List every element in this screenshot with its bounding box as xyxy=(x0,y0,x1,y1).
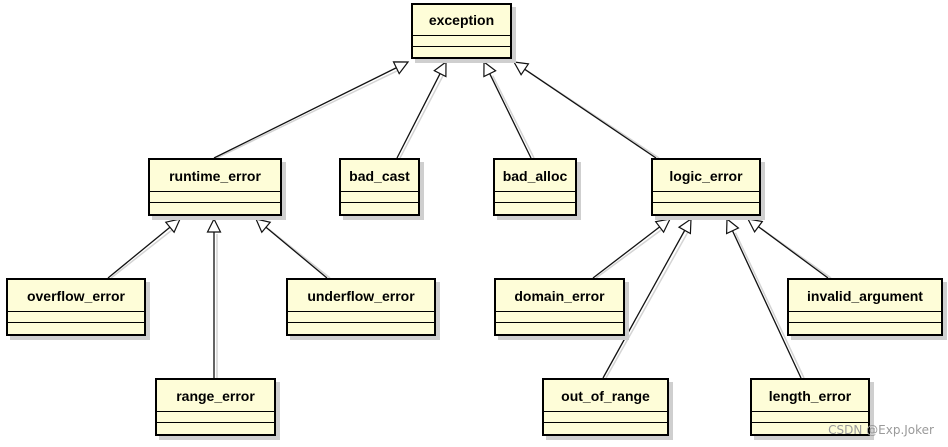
inheritance-arrowhead xyxy=(677,217,692,235)
class-attributes xyxy=(653,192,759,204)
class-operations xyxy=(413,47,510,57)
edge-shadow xyxy=(734,232,805,379)
class-name: bad_alloc xyxy=(495,160,575,193)
class-name: bad_cast xyxy=(341,160,418,193)
inheritance-arrowhead xyxy=(725,217,740,235)
inheritance-arrowhead xyxy=(254,218,272,234)
class-exception: exception xyxy=(411,3,512,59)
class-name: logic_error xyxy=(653,160,759,193)
class-attributes xyxy=(288,312,434,324)
inheritance-arrowhead xyxy=(433,60,447,78)
inheritance-arrowhead xyxy=(392,61,410,75)
class-operations xyxy=(496,323,623,334)
class-invalid_argument: invalid_argument xyxy=(787,278,943,336)
edge-overflow_error-to-runtime_error xyxy=(107,226,171,279)
class-attributes xyxy=(8,312,144,324)
edge-shadow xyxy=(110,228,174,279)
class-attributes xyxy=(544,412,667,424)
class-operations xyxy=(8,323,144,334)
class-name: runtime_error xyxy=(150,160,280,193)
class-range_error: range_error xyxy=(155,378,276,436)
class-name: overflow_error xyxy=(8,280,144,313)
edge-bad_cast-to-exception xyxy=(396,73,441,159)
class-logic_error: logic_error xyxy=(651,158,761,216)
class-name: out_of_range xyxy=(544,380,667,413)
inheritance-arrowhead xyxy=(512,61,530,76)
inheritance-arrowhead xyxy=(206,217,222,233)
watermark: CSDN @Exp.Joker xyxy=(828,423,934,437)
class-attributes xyxy=(150,192,280,204)
class-domain_error: domain_error xyxy=(494,278,625,336)
class-name: length_error xyxy=(752,380,868,413)
edge-shadow xyxy=(216,69,400,159)
class-underflow_error: underflow_error xyxy=(286,278,436,336)
class-operations xyxy=(288,323,434,334)
edge-invalid_argument-to-logic_error xyxy=(758,226,829,279)
class-length_error: length_error xyxy=(750,378,870,436)
class-attributes xyxy=(789,312,941,324)
class-attributes xyxy=(752,412,868,424)
class-operations xyxy=(341,203,418,214)
edge-length_error-to-logic_error xyxy=(731,230,802,379)
edge-logic_error-to-exception xyxy=(524,68,657,159)
edge-out_of_range-to-logic_error xyxy=(602,230,686,379)
class-name: exception xyxy=(413,5,510,37)
edge-bad_alloc-to-exception xyxy=(489,73,532,159)
class-operations xyxy=(150,203,280,214)
class-operations xyxy=(789,323,941,334)
class-name: underflow_error xyxy=(288,280,434,313)
class-operations xyxy=(495,203,575,214)
class-operations xyxy=(653,203,759,214)
inheritance-arrowhead xyxy=(654,218,672,234)
class-operations xyxy=(544,423,667,434)
edge-underflow_error-to-runtime_error xyxy=(265,226,328,279)
edge-runtime_error-to-exception xyxy=(213,67,397,159)
edge-shadow xyxy=(605,232,689,379)
class-attributes xyxy=(341,192,418,204)
class-name: invalid_argument xyxy=(789,280,941,313)
edge-shadow xyxy=(595,228,664,279)
class-name: range_error xyxy=(157,380,274,413)
edge-domain_error-to-logic_error xyxy=(592,226,661,279)
class-bad_alloc: bad_alloc xyxy=(493,158,577,216)
edge-shadow xyxy=(399,75,444,159)
edge-shadow xyxy=(492,75,535,159)
class-attributes xyxy=(413,36,510,47)
class-attributes xyxy=(495,192,575,204)
class-attributes xyxy=(157,412,274,424)
inheritance-arrowhead xyxy=(483,60,497,78)
class-runtime_error: runtime_error xyxy=(148,158,282,216)
class-attributes xyxy=(496,312,623,324)
class-bad_cast: bad_cast xyxy=(339,158,420,216)
class-out_of_range: out_of_range xyxy=(542,378,669,436)
inheritance-arrowhead xyxy=(746,218,764,234)
class-overflow_error: overflow_error xyxy=(6,278,146,336)
class-operations xyxy=(157,423,274,434)
inheritance-arrowhead xyxy=(164,218,182,234)
class-name: domain_error xyxy=(496,280,623,313)
